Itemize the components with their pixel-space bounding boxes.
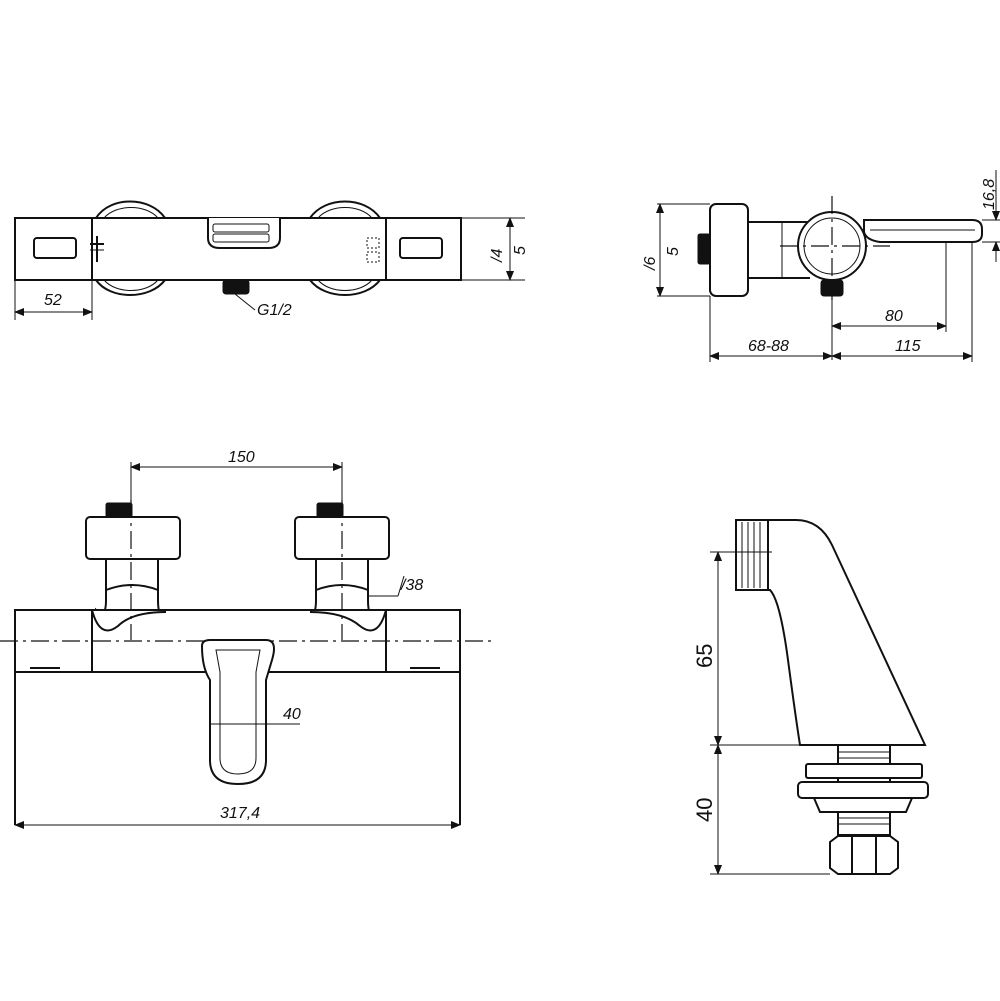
spout-top-outline — [207, 218, 281, 249]
dim-38: /38 — [400, 577, 423, 594]
dim-40-eccentric: 40 — [692, 798, 717, 822]
dim-4: /4 — [489, 249, 506, 263]
right-neck — [303, 558, 379, 616]
eccentric-view: 65 40 — [692, 519, 929, 875]
dim-height-5: 5 — [665, 247, 682, 256]
hex-nut — [829, 835, 899, 875]
end-cap-side — [709, 203, 749, 297]
right-end-slot — [399, 237, 443, 259]
connection-label: G1/2 — [257, 302, 292, 319]
right-wheel-bottom — [309, 279, 381, 296]
dim-40-spout: 40 — [283, 706, 301, 723]
cold-symbol-icon — [90, 236, 104, 262]
dim-317-4: 317,4 — [220, 805, 260, 822]
top-view: G1/2 52 /4 5 — [14, 200, 529, 320]
left-wheel-bottom — [95, 279, 166, 296]
eccentric-thread-top — [735, 519, 769, 591]
rosette-flange-2 — [797, 781, 929, 799]
left-inlet-cap — [105, 502, 133, 518]
dim-65: 65 — [692, 644, 717, 668]
dim-80: 80 — [885, 308, 903, 325]
rosette-flange-1 — [805, 763, 923, 779]
eccentric-body — [735, 519, 927, 746]
dim-5: 5 — [512, 246, 529, 255]
spout-front — [200, 639, 275, 786]
right-inlet-cap — [316, 502, 344, 518]
dim-150: 150 — [228, 449, 255, 466]
left-wheel-top — [95, 200, 166, 219]
dim-68-88: 68-88 — [748, 338, 789, 355]
inlet-stub — [697, 233, 711, 265]
front-view: 150 /38 40 — [0, 449, 495, 829]
left-flange — [85, 516, 181, 560]
dim-16-8: 16,8 — [981, 179, 998, 210]
lever-side — [863, 219, 983, 243]
side-view: /6 5 16,8 80 68-88 115 — [642, 170, 1000, 362]
right-wheel-top — [309, 200, 381, 219]
dim-52: 52 — [44, 292, 62, 309]
hot-symbol-icon — [366, 237, 380, 263]
connector-side — [820, 279, 844, 297]
left-end-slot — [33, 237, 77, 259]
dim-diameter-6: /6 — [642, 257, 659, 271]
connector-g12 — [222, 279, 250, 295]
dim-115: 115 — [895, 338, 921, 355]
